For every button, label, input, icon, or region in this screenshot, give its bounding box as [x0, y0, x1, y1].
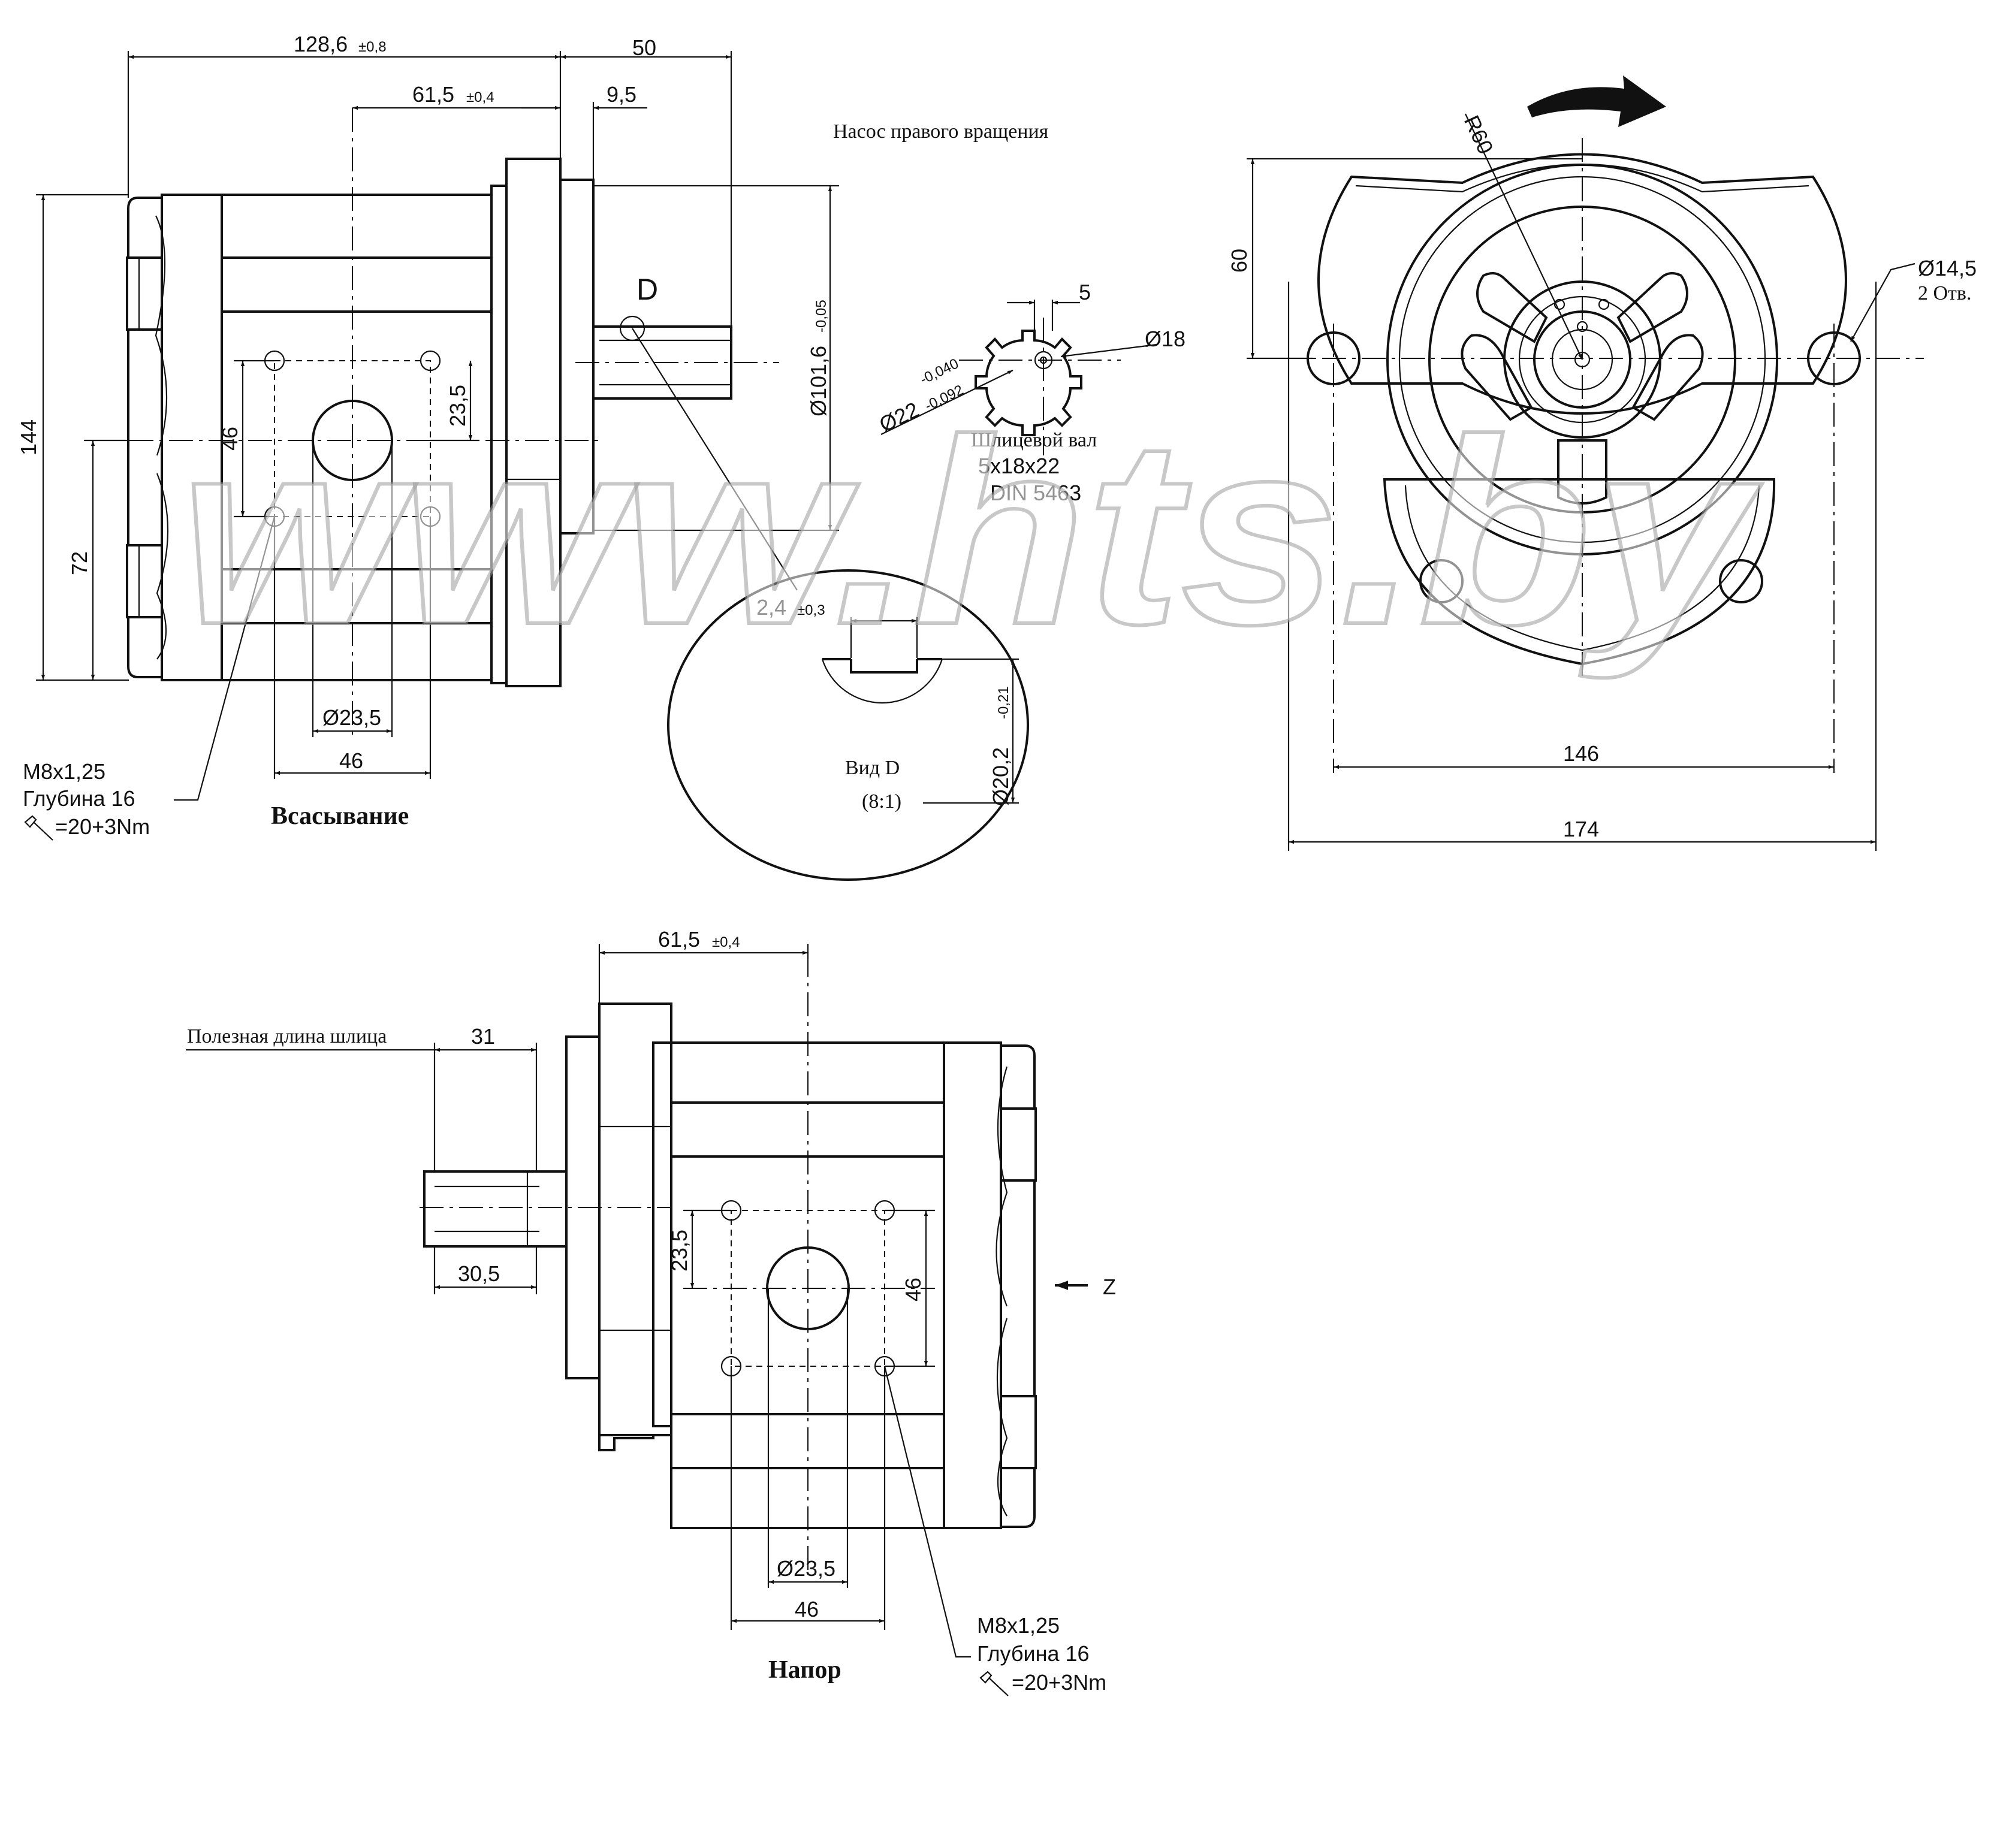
tightening-torque-bottom: =20+3Nm — [1012, 1670, 1106, 1695]
dim-flange-thickness: 9,5 — [607, 82, 636, 107]
dim-port-offset-bottom: 61,5 — [658, 927, 700, 952]
view-marker-d: D — [636, 273, 658, 306]
dim-spline-useful-length: 31 — [471, 1024, 495, 1049]
port-title-pressure: Напор — [768, 1656, 841, 1684]
rotation-note: Насос правого вращения — [833, 120, 1049, 143]
dim-body-radius: R60 — [1459, 111, 1498, 158]
spline-caption-standard: DIN 5463 — [990, 481, 1081, 505]
dim-pilot-tolerance: -0,05 — [813, 300, 829, 333]
port-title-suction: Всасывание — [271, 802, 409, 830]
rotation-arrow-icon — [1527, 76, 1666, 127]
detail-scale: (8:1) — [862, 790, 901, 813]
dim-pilot-diameter: Ø101,6 — [806, 346, 831, 416]
thread-spec: M8x1,25 — [23, 759, 105, 784]
spline-caption-size: 5x18x22 — [978, 454, 1060, 478]
mount-hole-count: 2 Отв. — [1918, 282, 1971, 304]
watermark-logo: www.hts.by — [180, 385, 1765, 681]
dim-port-offset-tolerance: ±0,4 — [466, 89, 494, 105]
view-marker-z: Z — [1103, 1275, 1116, 1299]
dim-detail-tolerance: -0,21 — [996, 686, 1012, 719]
spline-shaft-section — [880, 300, 1157, 455]
dim-hole-span: 146 — [1563, 741, 1599, 766]
dim-spline-tol-upper: -0,040 — [918, 355, 961, 388]
dim-overall-length: 128,6 — [294, 32, 348, 56]
detail-title: Вид D — [845, 757, 900, 779]
spline-length-label: Полезная длина шлица — [187, 1025, 387, 1047]
dim-key-width: 2,4 — [756, 595, 786, 620]
dim-overall-tolerance: ±0,8 — [358, 39, 387, 55]
wrench-icon — [24, 815, 53, 841]
dim-axis-height: 72 — [67, 551, 92, 575]
dim-spline-minor-diameter: Ø18 — [1145, 327, 1185, 351]
dim-detail-diameter: Ø20,2 — [988, 747, 1013, 806]
dim-shaft-protrusion: 30,5 — [458, 1261, 500, 1286]
thread-spec-bottom: M8x1,25 — [977, 1613, 1060, 1638]
dim-bolt-half-spacing-bottom: 23,5 — [667, 1230, 692, 1272]
dim-total-height: 144 — [16, 419, 41, 455]
wrench-icon — [979, 1671, 1009, 1696]
dim-bolt-spacing-horizontal: 46 — [339, 748, 363, 773]
dim-port-diameter: Ø23,5 — [322, 705, 381, 730]
dim-spline-key-width: 5 — [1079, 280, 1091, 304]
dim-center-height: 60 — [1227, 249, 1251, 273]
spline-caption-title: Шлицевой вал — [971, 429, 1097, 451]
side-view — [36, 51, 839, 801]
dim-bolt-spacing-horizontal-bottom: 46 — [795, 1597, 819, 1621]
dim-port-offset: 61,5 — [412, 82, 454, 107]
dim-flange-width: 174 — [1563, 817, 1599, 841]
dim-bolt-spacing-vertical: 46 — [218, 427, 242, 451]
dim-shaft-length: 50 — [632, 35, 656, 60]
dim-mount-hole-diameter: Ø14,5 — [1918, 256, 1977, 280]
thread-depth: Глубина 16 — [23, 786, 135, 811]
front-view — [1247, 76, 1924, 851]
dim-bolt-spacing-vertical-bottom: 46 — [901, 1278, 925, 1302]
dim-port-offset-bottom-tolerance: ±0,4 — [712, 934, 740, 950]
dim-port-diameter-bottom: Ø23,5 — [777, 1556, 835, 1581]
tightening-torque: =20+3Nm — [55, 814, 150, 839]
bottom-view — [186, 944, 1088, 1658]
dim-key-tolerance: ±0,3 — [797, 602, 825, 618]
detail-view-d — [667, 569, 1029, 881]
dim-bolt-half-spacing: 23,5 — [445, 385, 470, 427]
thread-depth-bottom: Глубина 16 — [977, 1641, 1090, 1666]
